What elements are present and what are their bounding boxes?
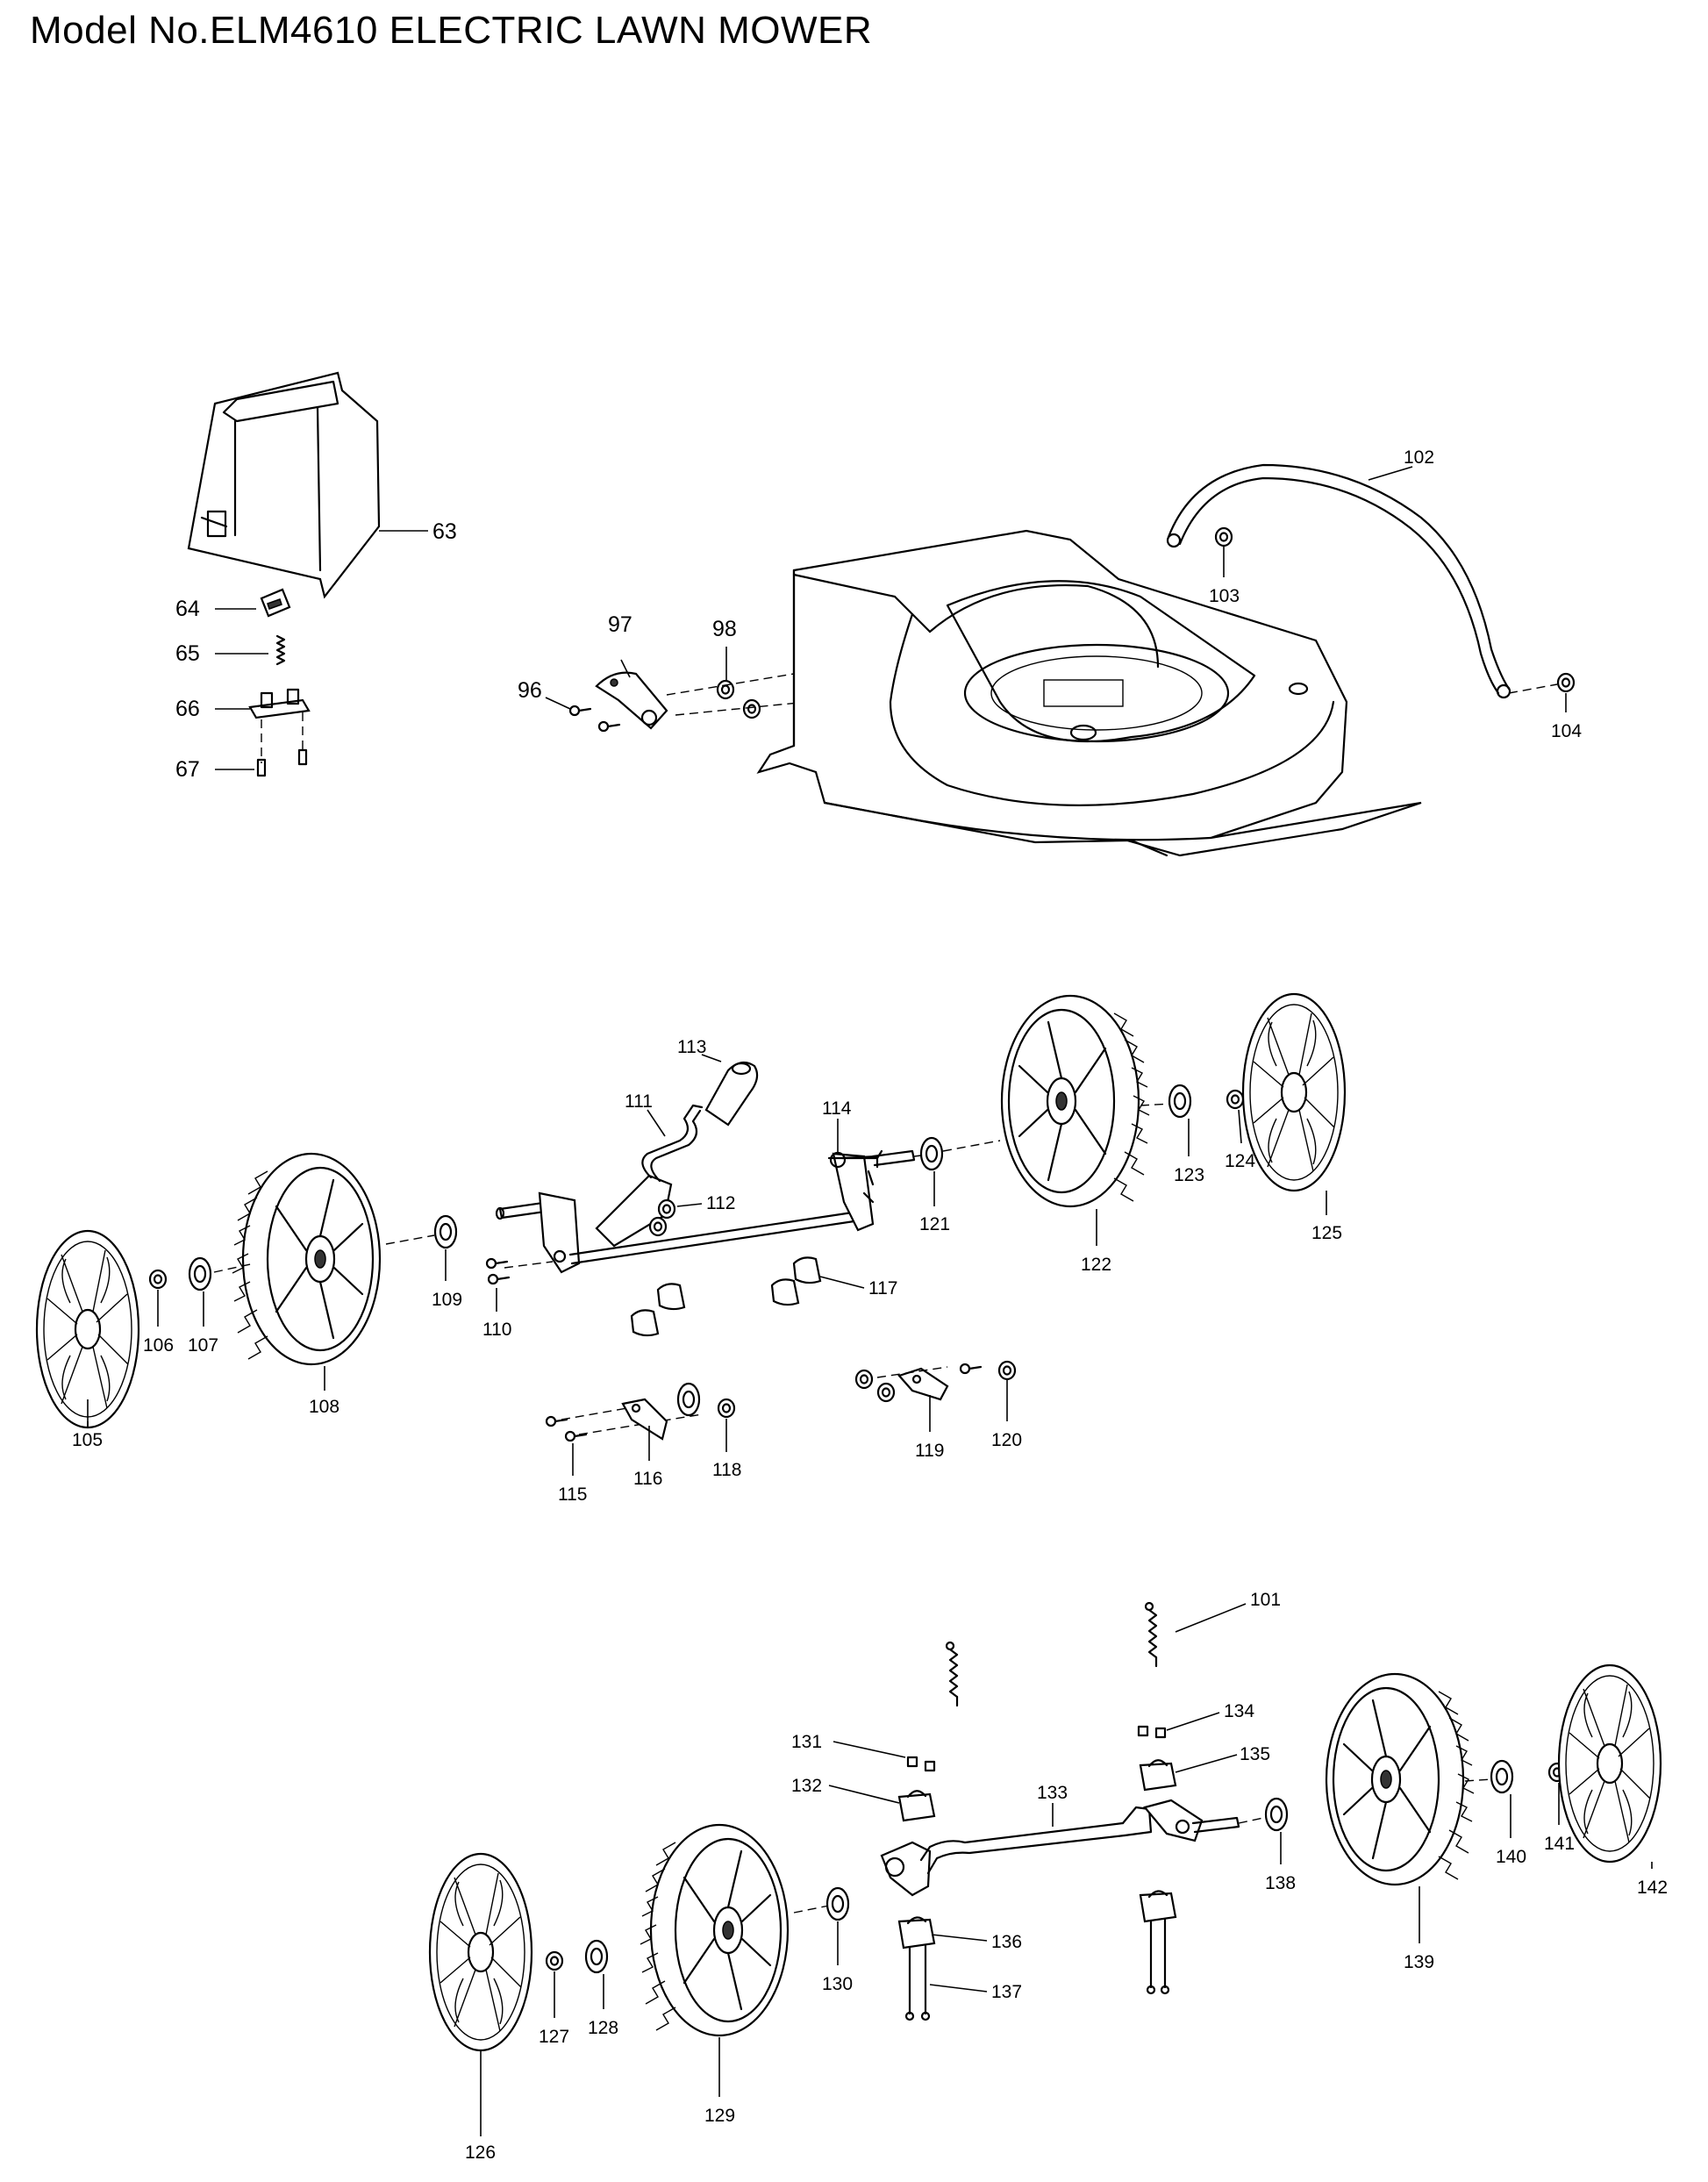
latch-bracket: [248, 688, 311, 719]
label-98: 98: [712, 617, 737, 641]
label-135: 135: [1240, 1744, 1270, 1764]
label-137: 137: [991, 1982, 1022, 2002]
label-108: 108: [309, 1397, 339, 1417]
height-adjust-lever: [595, 1061, 759, 1248]
label-118: 118: [712, 1460, 741, 1480]
label-116: 116: [633, 1469, 662, 1489]
label-119: 119: [915, 1441, 944, 1461]
bracket-116: [621, 1398, 668, 1441]
label-130: 130: [822, 1974, 853, 1994]
label-127: 127: [539, 2027, 569, 2047]
rear-axle: [880, 1799, 1240, 1897]
axle-clips: [630, 1256, 822, 1337]
label-109: 109: [432, 1290, 462, 1310]
label-120: 120: [991, 1430, 1022, 1450]
label-129: 129: [704, 2106, 735, 2126]
label-128: 128: [588, 2018, 618, 2038]
label-97: 97: [608, 612, 632, 637]
label-65: 65: [175, 641, 200, 666]
label-110: 110: [482, 1320, 511, 1340]
label-96: 96: [518, 678, 542, 703]
label-131: 131: [791, 1732, 822, 1752]
label-117: 117: [868, 1278, 897, 1298]
label-63: 63: [432, 519, 457, 544]
label-124: 124: [1225, 1151, 1255, 1171]
screw-67: [256, 748, 308, 777]
label-106: 106: [143, 1335, 174, 1356]
label-140: 140: [1496, 1847, 1526, 1867]
clamp-135: [1139, 1759, 1177, 1792]
handle-bar: [1166, 463, 1511, 699]
label-142: 142: [1637, 1878, 1668, 1898]
label-114: 114: [822, 1098, 852, 1119]
label-66: 66: [175, 697, 200, 721]
label-138: 138: [1265, 1873, 1296, 1893]
bracket-119: [897, 1367, 949, 1401]
label-113: 113: [677, 1037, 706, 1057]
label-139: 139: [1404, 1952, 1434, 1972]
label-121: 121: [919, 1214, 950, 1234]
label-112: 112: [706, 1193, 735, 1213]
label-101: 101: [1250, 1590, 1281, 1610]
label-126: 126: [465, 2143, 496, 2163]
rear-flap-bracket: [595, 671, 668, 730]
label-104: 104: [1551, 721, 1582, 741]
label-115: 115: [558, 1484, 587, 1505]
label-136: 136: [991, 1932, 1022, 1952]
label-105: 105: [72, 1430, 103, 1450]
clip-part: [260, 588, 291, 618]
front-axle: [495, 1149, 916, 1274]
label-107: 107: [188, 1335, 218, 1356]
label-125: 125: [1311, 1223, 1342, 1243]
grass-catcher: [187, 371, 381, 599]
label-103: 103: [1209, 586, 1240, 606]
label-141: 141: [1544, 1834, 1575, 1854]
label-64: 64: [175, 597, 200, 621]
label-102: 102: [1404, 447, 1434, 468]
small-spring: [275, 634, 286, 666]
page-title: Model No.ELM4610 ELECTRIC LAWN MOWER: [30, 9, 873, 52]
washers-131: [906, 1756, 936, 1772]
mower-deck: [756, 529, 1422, 857]
label-134: 134: [1224, 1701, 1254, 1721]
clamp-132: [897, 1790, 936, 1822]
washers-134: [1137, 1725, 1167, 1739]
label-132: 132: [791, 1776, 822, 1796]
label-123: 123: [1174, 1165, 1204, 1185]
label-67: 67: [175, 757, 200, 782]
label-122: 122: [1081, 1255, 1111, 1275]
label-133: 133: [1037, 1783, 1068, 1803]
bolts-137: [904, 1918, 1170, 2021]
label-111: 111: [625, 1091, 653, 1112]
clamp-136: [897, 1890, 1177, 1949]
